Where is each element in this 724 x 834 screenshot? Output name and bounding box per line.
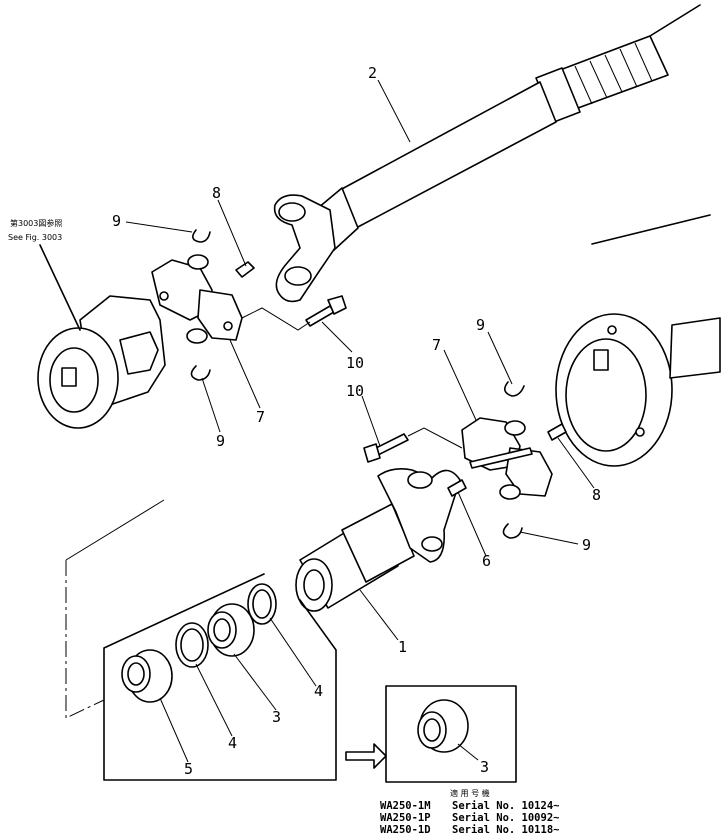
bolt-upper [305, 295, 347, 327]
grease-nipple-lower [547, 423, 567, 441]
drive-shaft-2 [317, 4, 711, 251]
grease-nipple-upper [235, 261, 255, 278]
snap-ring-4-left [175, 622, 209, 668]
bearing-5 [121, 649, 173, 703]
bushing-group-bracket [103, 573, 337, 781]
callout-9-upper-a: 9 [112, 212, 121, 230]
right-drum [555, 313, 721, 467]
lower-shaft-1 [295, 468, 461, 612]
reference-note: 第3003図参照 See Fig. 3003 [8, 218, 62, 242]
callout-6: 6 [482, 552, 491, 570]
serial-heading: 適 用 号 機 [450, 788, 490, 798]
universal-joint-lower [461, 417, 553, 500]
callout-3: 3 [272, 708, 281, 726]
callout-8-upper: 8 [212, 184, 221, 202]
serial-number-1: Serial No. 10124~ [452, 800, 559, 812]
inset-box [385, 685, 517, 783]
section-line-left [65, 560, 105, 719]
callout-3-inset: 3 [480, 758, 489, 776]
left-flange [37, 295, 166, 429]
callout-1: 1 [398, 638, 407, 656]
callout-7-upper: 7 [256, 408, 265, 426]
serial-model-3: WA250-1D [380, 824, 431, 834]
bolt-leader-upper [241, 307, 311, 331]
callout-7-lower: 7 [432, 336, 441, 354]
snap-ring-upper-a [192, 229, 211, 243]
spline-collar-3 [207, 603, 255, 657]
shaft-yoke-upper [273, 194, 336, 303]
callout-4-left: 4 [228, 734, 237, 752]
callout-5: 5 [184, 760, 193, 778]
callout-10-lower: 10 [346, 382, 364, 400]
reference-line-1: 第3003図参照 [10, 218, 62, 228]
snap-ring-lower-b [502, 523, 523, 539]
serial-number-3: Serial No. 10118~ [452, 824, 559, 834]
callout-4-right: 4 [314, 682, 323, 700]
inset-collar-3 [417, 699, 469, 753]
serial-block: 適 用 号 機 WA250-1M Serial No. 10124~ WA250… [380, 788, 559, 834]
callout-8-lower: 8 [592, 486, 601, 504]
serial-model-1: WA250-1M [380, 800, 431, 812]
grease-nipple-6 [447, 479, 467, 497]
leader-lines [125, 79, 595, 763]
reference-leader [39, 244, 81, 331]
snap-ring-upper-b [190, 365, 211, 381]
callout-2: 2 [368, 64, 377, 82]
bolt-leader-lower [407, 427, 463, 449]
bolt-lower [363, 433, 409, 463]
universal-joint-upper [151, 254, 243, 344]
reference-line-2: See Fig. 3003 [8, 233, 62, 242]
callout-9-lower-b: 9 [582, 536, 591, 554]
callout-9-upper-b: 9 [216, 432, 225, 450]
serial-number-2: Serial No. 10092~ [452, 812, 559, 824]
callout-9-lower-a: 9 [476, 316, 485, 334]
section-line-top [65, 499, 165, 561]
snap-ring-lower-a [504, 381, 525, 397]
serial-model-2: WA250-1P [380, 812, 431, 824]
callout-numbers: 2 8 9 10 7 9 9 7 10 8 6 9 1 4 3 4 5 3 [112, 64, 601, 778]
snap-ring-4-right [247, 583, 277, 625]
inset-arrow [345, 743, 387, 769]
callout-10-upper: 10 [346, 354, 364, 372]
